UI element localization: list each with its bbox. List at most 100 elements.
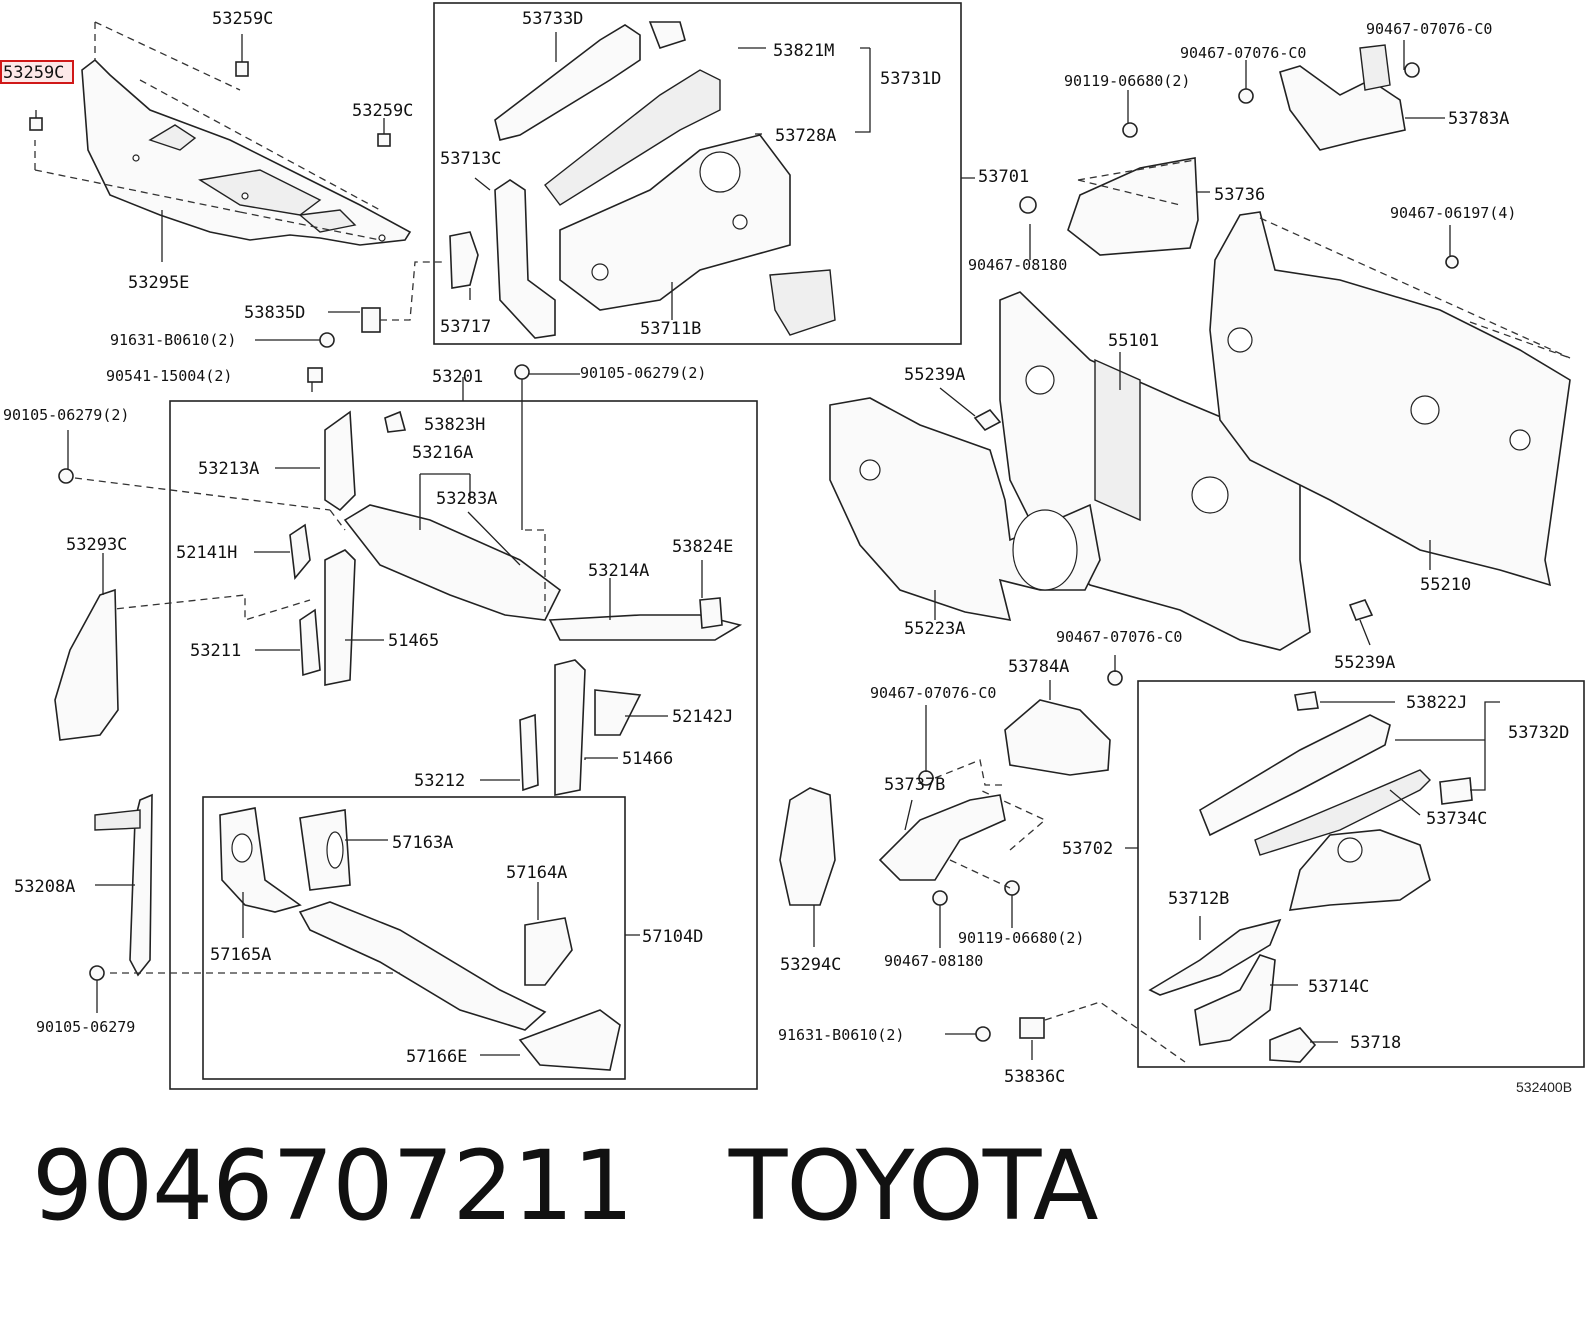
- clip-icon-53259c-top: [235, 34, 249, 77]
- label-53714c[interactable]: 53714C: [1308, 977, 1369, 997]
- support-dash-lines: [74, 477, 546, 621]
- label-57163a[interactable]: 57163A: [392, 833, 453, 853]
- label-90467-08180-b[interactable]: 90467-08180: [884, 952, 983, 970]
- label-57164a[interactable]: 57164A: [506, 863, 567, 883]
- label-53711b[interactable]: 53711B: [640, 319, 701, 339]
- bracket-53734c-icon: [1439, 777, 1473, 805]
- label-91631-b0610[interactable]: 91631-B0610(2): [110, 331, 236, 349]
- label-51466[interactable]: 51466: [622, 749, 673, 769]
- highlighted-part-box: [0, 60, 74, 84]
- label-53717[interactable]: 53717: [440, 317, 491, 337]
- label-53259c-top[interactable]: 53259C: [212, 9, 273, 29]
- label-53211[interactable]: 53211: [190, 641, 241, 661]
- clip-icons-lower-mid: [918, 670, 1123, 1042]
- label-90119-06680-b[interactable]: 90119-06680(2): [958, 929, 1084, 947]
- label-53201[interactable]: 53201: [432, 367, 483, 387]
- dash-panel-dash-lines: [1259, 217, 1571, 359]
- clip-55239a-bottom-icon: [1348, 599, 1374, 621]
- clip-icon-53259c-right: [377, 118, 391, 147]
- label-53836c[interactable]: 53836C: [1004, 1067, 1065, 1087]
- dash-panel-leaders: [934, 352, 1431, 646]
- bracket-53822j-icon: [1294, 691, 1319, 711]
- wheel-apron-53712b-part: [1148, 829, 1431, 996]
- label-53783a[interactable]: 53783A: [1448, 109, 1509, 129]
- label-57166e[interactable]: 57166E: [406, 1047, 467, 1067]
- label-91631-b0610-b[interactable]: 91631-B0610(2): [778, 1026, 904, 1044]
- label-53712b[interactable]: 53712B: [1168, 889, 1229, 909]
- label-52142j[interactable]: 52142J: [672, 707, 733, 727]
- clip-icon-53823h: [384, 410, 407, 433]
- label-53208a[interactable]: 53208A: [14, 877, 75, 897]
- label-53734c[interactable]: 53734C: [1426, 809, 1487, 829]
- label-57165a[interactable]: 57165A: [210, 945, 271, 965]
- label-51465[interactable]: 51465: [388, 631, 439, 651]
- label-53702[interactable]: 53702: [1062, 839, 1113, 859]
- label-90467-07076-c0-b[interactable]: 90467-07076-C0: [1366, 20, 1492, 38]
- bolt-icons: [58, 307, 530, 484]
- label-53713c[interactable]: 53713C: [440, 149, 501, 169]
- clip-icons-top-right: [1019, 62, 1459, 269]
- label-55223a[interactable]: 55223A: [904, 619, 965, 639]
- label-53784a[interactable]: 53784A: [1008, 657, 1069, 677]
- wheel-apron-part: [559, 134, 836, 336]
- dash-53736: [1077, 159, 1196, 206]
- dash-insulator-55223a-part: [829, 397, 1101, 622]
- label-53824e[interactable]: 53824E: [672, 537, 733, 557]
- label-90467-07076-c0-a[interactable]: 90467-07076-C0: [1180, 44, 1306, 62]
- label-90119-06680[interactable]: 90119-06680(2): [1064, 72, 1190, 90]
- apron-upper-member-part: [494, 24, 721, 206]
- label-53213a[interactable]: 53213A: [198, 459, 259, 479]
- label-55239a-bottom[interactable]: 55239A: [1334, 653, 1395, 673]
- side-member-53713c-part: [494, 179, 556, 339]
- label-90467-08180[interactable]: 90467-08180: [968, 256, 1067, 274]
- rod-53208a-part: [94, 793, 153, 977]
- lower-right-subassembly-box: [1137, 680, 1585, 1068]
- label-55101[interactable]: 55101: [1108, 331, 1159, 351]
- label-90467-07076-c0-c[interactable]: 90467-07076-C0: [1056, 628, 1182, 646]
- brand-name: TOYOTA: [728, 1130, 1099, 1242]
- label-53822j[interactable]: 53822J: [1406, 693, 1467, 713]
- label-53823h[interactable]: 53823H: [424, 415, 485, 435]
- bracket-53783a-part: [1279, 44, 1406, 151]
- label-53732d[interactable]: 53732D: [1508, 723, 1569, 743]
- bracket-53821m-icon: [648, 21, 686, 49]
- label-53835d[interactable]: 53835D: [244, 303, 305, 323]
- label-90541-15004[interactable]: 90541-15004(2): [106, 367, 232, 385]
- label-53701[interactable]: 53701: [978, 167, 1029, 187]
- label-90467-06197[interactable]: 90467-06197(4): [1390, 204, 1516, 222]
- label-90105-06279-left[interactable]: 90105-06279(2): [3, 406, 129, 424]
- label-53718[interactable]: 53718: [1350, 1033, 1401, 1053]
- label-53214a[interactable]: 53214A: [588, 561, 649, 581]
- bolt-leaders: [67, 339, 580, 530]
- label-53737b[interactable]: 53737B: [884, 775, 945, 795]
- label-53736[interactable]: 53736: [1214, 185, 1265, 205]
- label-53295e[interactable]: 53295E: [128, 273, 189, 293]
- apron-member-53732d-part: [1199, 714, 1431, 856]
- label-53293c[interactable]: 53293C: [66, 535, 127, 555]
- label-53212[interactable]: 53212: [414, 771, 465, 791]
- cowl-seal-part: [81, 58, 412, 246]
- insulator-53736-part: [1067, 157, 1199, 256]
- label-53294c[interactable]: 53294C: [780, 955, 841, 975]
- label-53731d[interactable]: 53731D: [880, 69, 941, 89]
- clip-icon-53259c-left: [29, 110, 43, 131]
- lower-support-parts: [219, 807, 621, 1071]
- label-57104d[interactable]: 57104D: [642, 927, 703, 947]
- wheel-liner-53737b-part: [878, 794, 1006, 881]
- label-90105-06279-top[interactable]: 90105-06279(2): [580, 364, 706, 382]
- diagram-reference-code: 532400B: [1516, 1079, 1572, 1095]
- label-90105-06279[interactable]: 90105-06279: [36, 1018, 135, 1036]
- label-53216a[interactable]: 53216A: [412, 443, 473, 463]
- label-53728a[interactable]: 53728A: [775, 126, 836, 146]
- side-support-parts: [289, 523, 723, 796]
- label-55210[interactable]: 55210: [1420, 575, 1471, 595]
- label-53283a[interactable]: 53283A: [436, 489, 497, 509]
- label-52141h[interactable]: 52141H: [176, 543, 237, 563]
- label-53259c-highlighted[interactable]: 53259C: [3, 63, 64, 83]
- label-53733d[interactable]: 53733D: [522, 9, 583, 29]
- hood-lock-support-part: [324, 410, 743, 641]
- label-55239a-top[interactable]: 55239A: [904, 365, 965, 385]
- label-53821m[interactable]: 53821M: [773, 41, 834, 61]
- label-90467-07076-c0-d[interactable]: 90467-07076-C0: [870, 684, 996, 702]
- label-53259c-right[interactable]: 53259C: [352, 101, 413, 121]
